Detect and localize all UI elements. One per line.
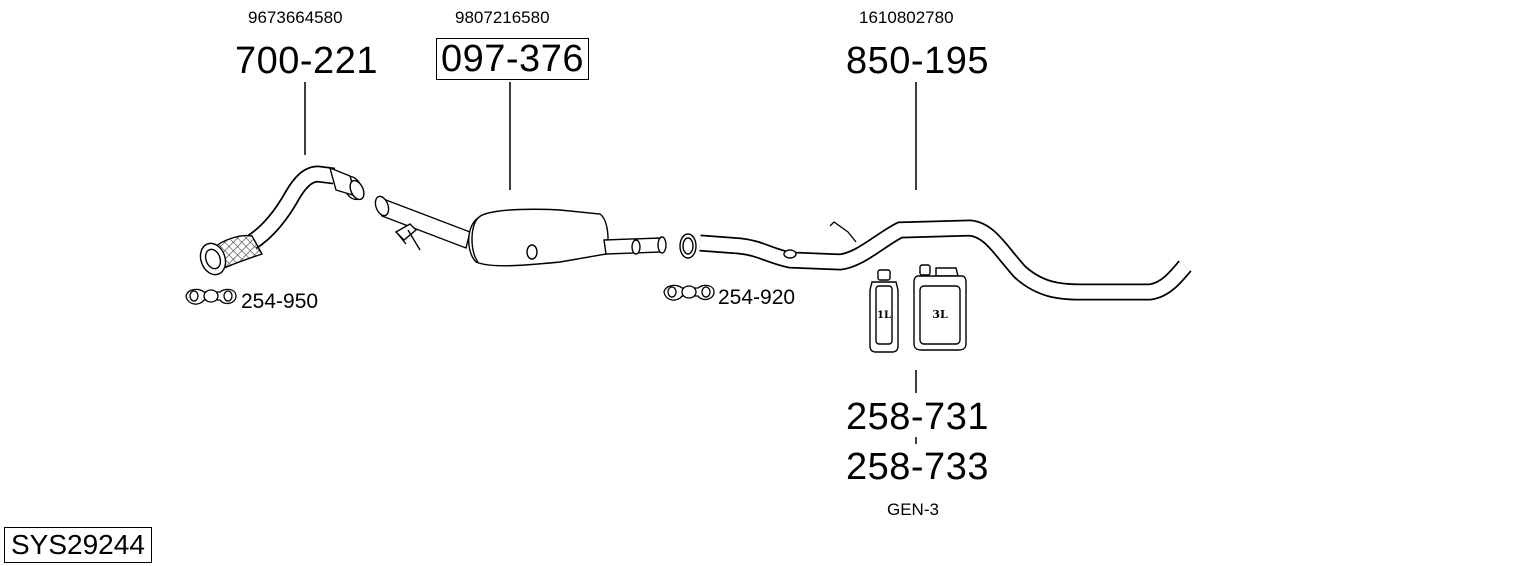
- part-number-additive-3l[interactable]: 258-733: [846, 446, 989, 488]
- additive-container-3l[interactable]: 3L: [913, 264, 967, 351]
- oem-number-dpf: 9807216580: [455, 8, 550, 27]
- system-id: SYS29244: [4, 527, 152, 563]
- oem-number-front-pipe: 9673664580: [248, 8, 343, 27]
- front-pipe-700-221[interactable]: [196, 165, 366, 278]
- dpf-097-376[interactable]: [373, 195, 667, 267]
- container-label-1l: 1L: [877, 310, 891, 321]
- part-number-additive-1l[interactable]: 258-731: [846, 396, 989, 438]
- part-number-dpf[interactable]: 097-376: [436, 38, 589, 80]
- additive-container-1l[interactable]: 1L: [869, 269, 899, 353]
- oem-number-rear-pipe: 1610802780: [859, 8, 954, 27]
- clamp-254-950[interactable]: [185, 288, 237, 305]
- clamp-label-front[interactable]: 254-950: [241, 290, 319, 313]
- part-number-rear-pipe[interactable]: 850-195: [846, 40, 989, 82]
- container-label-3l: 3L: [932, 308, 948, 321]
- part-number-front-pipe[interactable]: 700-221: [235, 40, 378, 82]
- clamp-label-rear[interactable]: 254-920: [718, 286, 796, 309]
- clamp-254-920[interactable]: [663, 284, 715, 301]
- rear-pipe-850-195[interactable]: [679, 219, 1192, 301]
- additive-note: GEN-3: [887, 500, 939, 519]
